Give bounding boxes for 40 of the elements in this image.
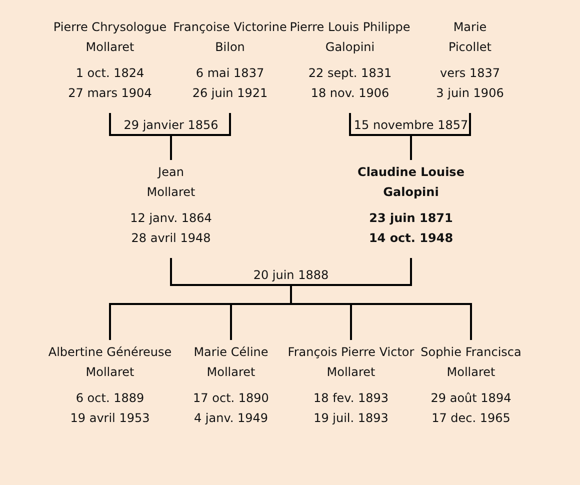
connector-line — [291, 258, 412, 286]
birth-date: 23 juin 1871 — [369, 210, 453, 227]
death-date: 3 juin 1906 — [436, 85, 504, 102]
marriage-date: 29 janvier 1856 — [124, 117, 218, 134]
death-date: 27 mars 1904 — [68, 85, 152, 102]
person-name: Marie Picollet — [447, 19, 492, 56]
person-name: Françoise Victorine Bilon — [172, 19, 288, 56]
death-date: 17 dec. 1965 — [432, 410, 510, 427]
connector-line — [410, 135, 412, 160]
death-date: 14 oct. 1948 — [368, 230, 454, 247]
death-date: 28 avril 1948 — [131, 230, 211, 247]
birth-date: 22 sept. 1831 — [308, 65, 392, 82]
person-name: Albertine Généreuse Mollaret — [47, 344, 173, 381]
person-name: Claudine Louise Galopini — [356, 164, 466, 201]
person-name: Pierre Chrysologue Mollaret — [52, 19, 168, 56]
connector-line — [349, 113, 411, 136]
person-name: Jean Mollaret — [146, 164, 196, 201]
death-date: 19 juil. 1893 — [314, 410, 388, 427]
birth-date: 12 janv. 1864 — [130, 210, 212, 227]
marriage-date: 15 novembre 1857 — [354, 117, 468, 134]
connector-line — [170, 135, 172, 160]
person-name: Pierre Louis Philippe Galopini — [288, 19, 412, 56]
connector-line — [109, 113, 171, 136]
death-date: 18 nov. 1906 — [310, 85, 390, 102]
birth-date: 6 mai 1837 — [196, 65, 264, 82]
birth-date: 6 oct. 1889 — [76, 390, 144, 407]
death-date: 26 juin 1921 — [192, 85, 268, 102]
marriage-date: 20 juin 1888 — [253, 267, 329, 284]
birth-date: 29 août 1894 — [430, 390, 512, 407]
connector-line — [411, 113, 471, 136]
birth-date: 1 oct. 1824 — [76, 65, 144, 82]
birth-date: vers 1837 — [440, 65, 500, 82]
person-name: François Pierre Victor Mollaret — [286, 344, 416, 381]
death-date: 4 janv. 1949 — [194, 410, 268, 427]
birth-date: 17 oct. 1890 — [193, 390, 269, 407]
birth-date: 18 fev. 1893 — [313, 390, 389, 407]
connector-line — [171, 113, 231, 136]
person-name: Marie Céline Mollaret — [192, 344, 270, 381]
death-date: 19 avril 1953 — [70, 410, 150, 427]
connector-line — [170, 258, 291, 286]
